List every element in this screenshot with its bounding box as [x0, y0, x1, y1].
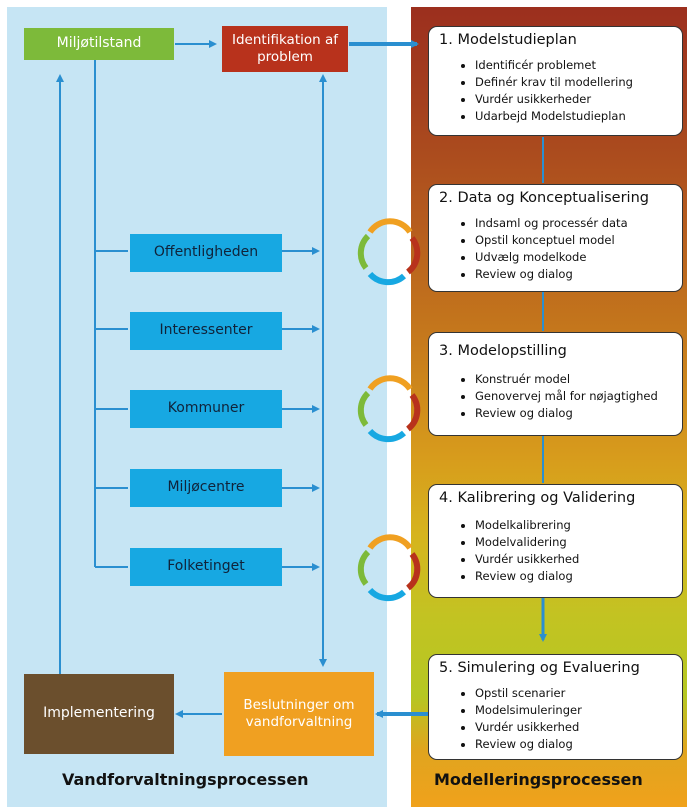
step-title: 1. Modelstudieplan: [439, 32, 577, 48]
right-panel-footer: Modelleringsprocessen: [434, 770, 643, 789]
step-items: Identificér problemet Definér krav til m…: [463, 57, 633, 125]
step-card-5: 5. Simulering og Evaluering Opstil scena…: [428, 654, 683, 760]
step-card-1: 1. Modelstudieplan Identificér problemet…: [428, 26, 683, 136]
problem-label: Identifikation af problem: [232, 32, 338, 65]
stakeholder-label: Interessenter: [159, 322, 253, 339]
cycle-icon: [357, 375, 421, 443]
step-item: Review og dialog: [475, 568, 579, 585]
step-item: Udarbejd Modelstudieplan: [475, 108, 633, 125]
step-item: Vurdér usikkerhed: [475, 719, 582, 736]
step-item: Identificér problemet: [475, 57, 633, 74]
step-item: Indsaml og processér data: [475, 215, 628, 232]
stakeholder-label: Folketinget: [167, 558, 245, 575]
step-items: Opstil scenarier Modelsimuleringer Vurdé…: [463, 685, 582, 753]
start-label: Miljøtilstand: [56, 35, 142, 52]
step-item: Genovervej mål for nøjagtighed: [475, 388, 658, 405]
step-title: 4. Kalibrering og Validering: [439, 490, 636, 506]
stakeholder-box: Kommuner: [130, 390, 282, 428]
implementation-box: Implementering: [24, 674, 174, 754]
problem-box: Identifikation af problem: [222, 26, 348, 72]
step-item: Opstil konceptuel model: [475, 232, 628, 249]
step-item: Modelkalibrering: [475, 517, 579, 534]
step-item: Modelvalidering: [475, 534, 579, 551]
step-card-4: 4. Kalibrering og Validering Modelkalibr…: [428, 484, 683, 598]
cycle-icon: [357, 218, 421, 286]
stakeholder-box: Offentligheden: [130, 234, 282, 272]
step-item: Review og dialog: [475, 266, 628, 283]
step-item: Review og dialog: [475, 736, 582, 753]
stakeholder-box: Folketinget: [130, 548, 282, 586]
stakeholder-label: Offentligheden: [153, 244, 259, 261]
step-item: Review og dialog: [475, 405, 658, 422]
step-item: Vurdér usikkerheder: [475, 91, 633, 108]
step-items: Konstruér model Genovervej mål for nøjag…: [463, 371, 658, 422]
step-items: Indsaml og processér data Opstil koncept…: [463, 215, 628, 283]
step-item: Vurdér usikkerhed: [475, 551, 579, 568]
step-item: Opstil scenarier: [475, 685, 582, 702]
start-box: Miljøtilstand: [24, 28, 174, 60]
step-item: Definér krav til modellering: [475, 74, 633, 91]
step-items: Modelkalibrering Modelvalidering Vurdér …: [463, 517, 579, 585]
step-title: 3. Modelopstilling: [439, 343, 567, 359]
left-panel-footer: Vandforvaltningsprocessen: [62, 770, 309, 789]
step-title: 2. Data og Konceptualisering: [439, 190, 649, 206]
cycle-icon: [357, 534, 421, 602]
decision-box: Beslutninger om vandforvaltning: [224, 672, 374, 756]
step-card-2: 2. Data og Konceptualisering Indsaml og …: [428, 184, 683, 292]
implementation-label: Implementering: [43, 705, 155, 722]
step-title: 5. Simulering og Evaluering: [439, 660, 640, 676]
step-card-3: 3. Modelopstilling Konstruér model Genov…: [428, 332, 683, 436]
stakeholder-label: Kommuner: [167, 400, 245, 417]
step-item: Modelsimuleringer: [475, 702, 582, 719]
step-item: Konstruér model: [475, 371, 658, 388]
stakeholder-box: Interessenter: [130, 312, 282, 350]
step-item: Udvælg modelkode: [475, 249, 628, 266]
stakeholder-label: Miljøcentre: [167, 479, 245, 496]
decision-label: Beslutninger om vandforvaltning: [243, 697, 355, 730]
stakeholder-box: Miljøcentre: [130, 469, 282, 507]
